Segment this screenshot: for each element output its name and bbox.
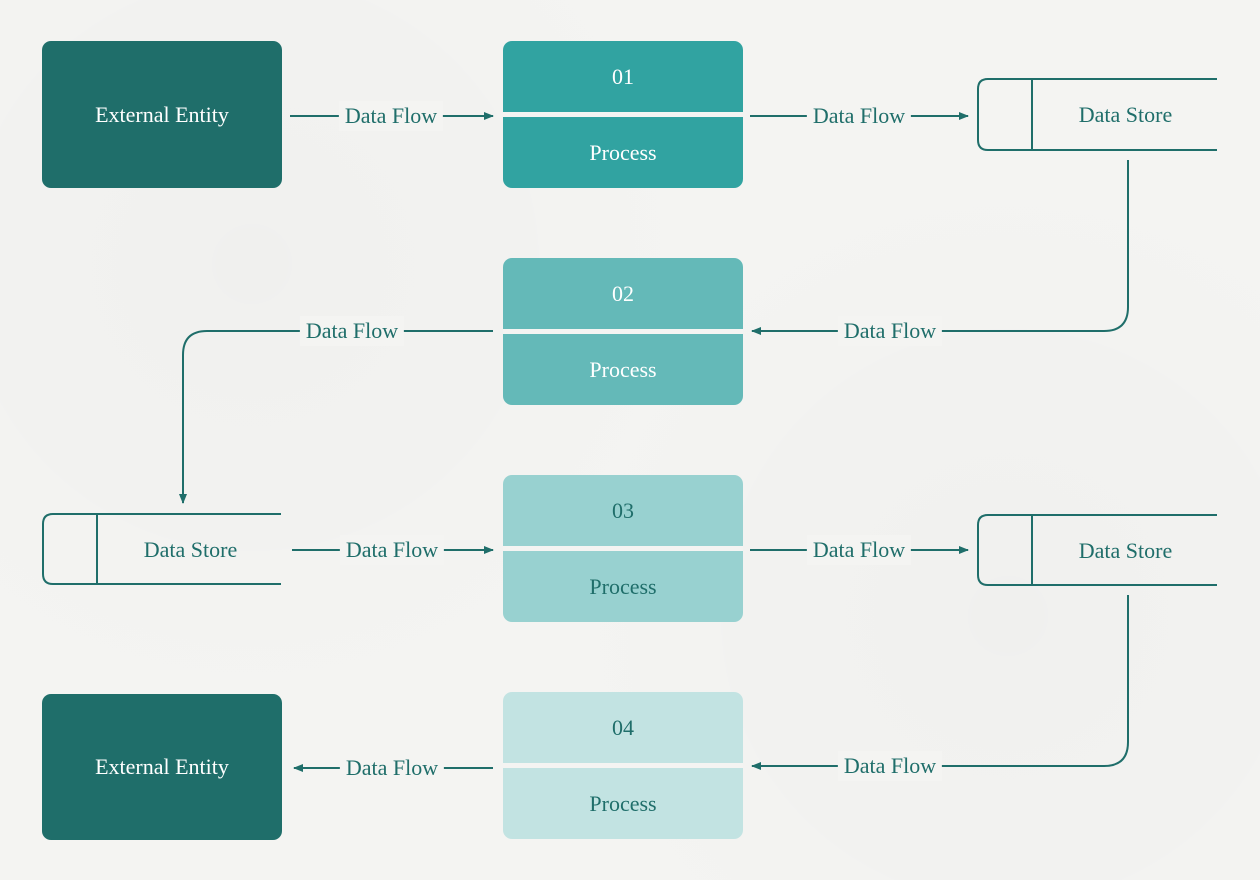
process-02-number: 02 xyxy=(612,281,634,306)
data-store-shape-3 xyxy=(977,514,1217,586)
process-04-label: Process xyxy=(589,791,657,816)
data-store-1: Data Store xyxy=(978,79,1218,151)
process-02-label: Process xyxy=(589,357,657,382)
data-store-3-label: Data Store xyxy=(1078,538,1173,563)
data-flow-label-3: Data Flow xyxy=(837,316,943,346)
process-03: 03 Process xyxy=(503,475,743,622)
connector-process-02-to-store-2 xyxy=(179,330,493,504)
process-01-number: 01 xyxy=(612,64,634,89)
process-01-divider xyxy=(503,112,743,117)
external-entity-2-label: External Entity xyxy=(95,754,229,779)
data-store-shape-2 xyxy=(42,513,281,585)
process-03-number: 03 xyxy=(612,498,634,523)
data-flow-label-1: Data Flow xyxy=(338,101,444,131)
data-flow-label-7: Data Flow xyxy=(837,751,943,781)
process-04-divider xyxy=(503,763,743,768)
data-store-1-label: Data Store xyxy=(1078,102,1173,127)
process-04: 04 Process xyxy=(503,692,743,839)
external-entity-1: External Entity xyxy=(42,41,282,188)
process-02-divider xyxy=(503,329,743,334)
process-01: 01 Process xyxy=(503,41,743,188)
data-store-3: Data Store xyxy=(978,515,1218,587)
data-store-2: Data Store xyxy=(43,514,283,586)
external-entity-1-label: External Entity xyxy=(95,101,229,127)
data-flow-label-6: Data Flow xyxy=(806,535,912,565)
data-flow-label-2: Data Flow xyxy=(806,101,912,131)
data-store-shape-1 xyxy=(977,78,1217,151)
data-flow-label-4: Data Flow xyxy=(299,316,405,346)
connector-store-3-to-process-04 xyxy=(751,595,1129,770)
process-04-number: 04 xyxy=(612,715,634,740)
process-02: 02 Process xyxy=(503,258,743,405)
connector-store-1-to-process-02 xyxy=(751,160,1129,335)
process-03-label: Process xyxy=(589,574,657,599)
data-flow-label-5: Data Flow xyxy=(339,535,445,565)
data-store-2-label: Data Store xyxy=(143,537,238,562)
process-03-divider xyxy=(503,546,743,551)
data-flow-label-8: Data Flow xyxy=(339,753,445,783)
process-01-label: Process xyxy=(589,140,657,165)
external-entity-2: External Entity xyxy=(42,694,282,840)
